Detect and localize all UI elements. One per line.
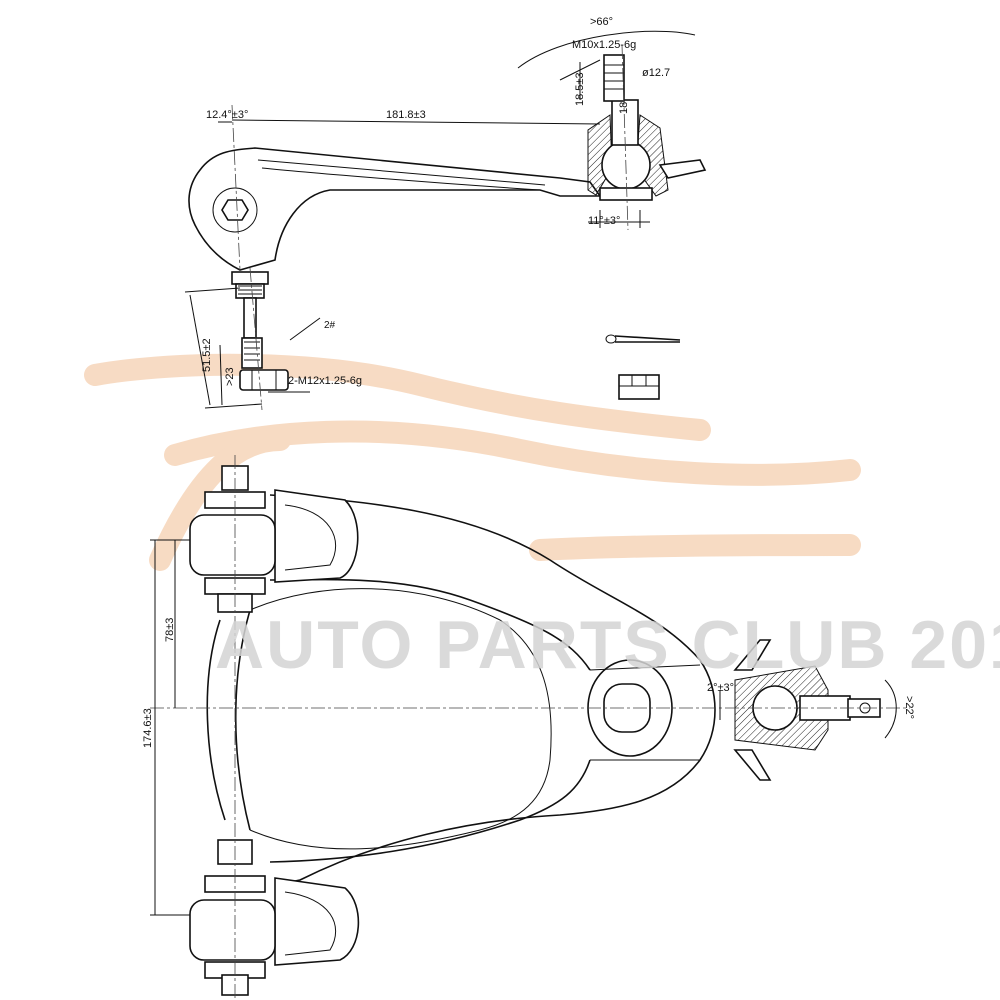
- label-dim-23: >23: [224, 367, 236, 386]
- label-dim-18: 18: [618, 102, 630, 114]
- label-angle-22: >22°: [903, 696, 915, 719]
- label-angle-top: >66°: [590, 16, 613, 28]
- arm-plan-view: [150, 455, 910, 998]
- cotter-pin: [605, 334, 681, 344]
- label-dim-18-5: 18.5±3: [574, 72, 586, 106]
- label-part-2: 2#: [324, 320, 336, 331]
- label-dia-12-7: ø12.7: [642, 67, 670, 79]
- label-dim-78: 78±3: [164, 618, 176, 642]
- watermark-text: AUTO PARTS CLUB 2018: [215, 607, 1000, 683]
- watermark-logo: [84, 353, 861, 571]
- arm-side-view: [188, 44, 707, 411]
- label-angle-11: 11°±3°: [588, 215, 620, 227]
- label-thread-bottom: 2-M12x1.25-6g: [288, 375, 362, 387]
- label-dim-51-5: 51.5±2: [201, 338, 213, 372]
- top-dimension-lines: [184, 30, 696, 409]
- label-length-181-8: 181.8±3: [386, 109, 426, 121]
- label-angle-12-4: 12.4°±3°: [206, 109, 248, 121]
- label-dim-174-6: 174.6±3: [142, 708, 154, 748]
- castle-nut: [618, 374, 660, 400]
- label-thread-top: M10x1.25-6g: [572, 39, 636, 51]
- label-angle-2: 2°±3°: [707, 682, 734, 694]
- bottom-dimension-lines: [150, 539, 897, 916]
